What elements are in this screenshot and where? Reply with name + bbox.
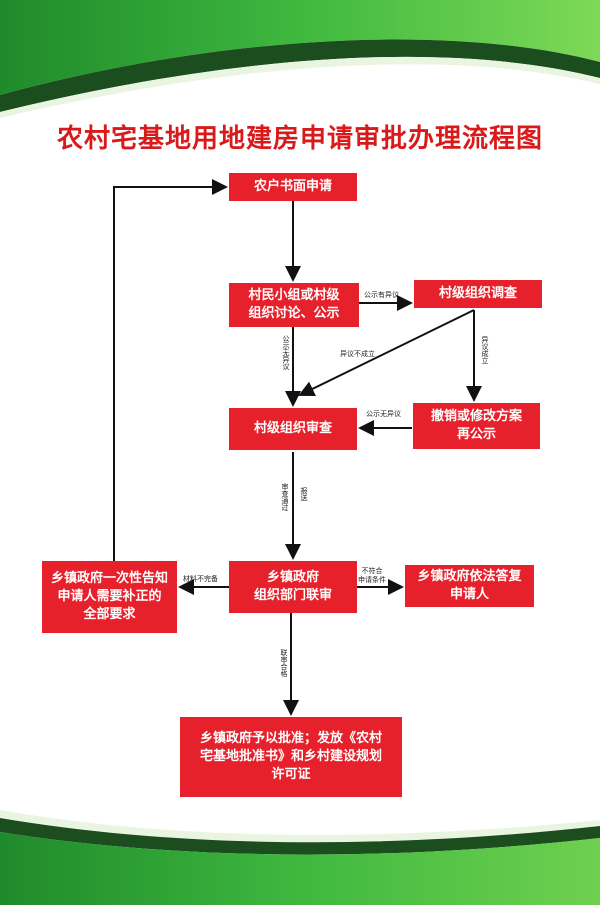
label-review-passed: 审查通过 — [281, 483, 289, 511]
label-public-no-objection-2: 公示无异议 — [366, 410, 401, 418]
node-revoke-modify-plan: 撤销或修改方案 再公示 — [413, 403, 540, 449]
bottom-green-band — [0, 790, 600, 905]
label-public-no-objection-1: 公示无异议 — [282, 335, 290, 370]
label-not-meet-conditions: 不符合 申请条件 — [358, 567, 386, 584]
node-township-legal-reply: 乡镇政府依法答复 申请人 — [405, 565, 534, 607]
label-joint-review-passed: 联审合格 — [280, 649, 288, 677]
label-submit: 报送 — [300, 487, 308, 501]
node-township-joint-review: 乡镇政府 组织部门联审 — [229, 561, 357, 613]
label-objection-valid: 异议成立 — [481, 336, 489, 364]
node-village-group-discussion: 村民小组或村级 组织讨论、公示 — [229, 283, 359, 327]
arrow-notify-to-apply — [113, 179, 228, 561]
node-farmer-application: 农户书面申请 — [229, 173, 357, 201]
node-village-investigation: 村级组织调查 — [414, 280, 542, 308]
node-township-notify-corrections: 乡镇政府一次性告知 申请人需要补正的 全部要求 — [42, 561, 177, 633]
label-materials-incomplete: 材料不完备 — [183, 575, 218, 583]
arrow-investigate-to-review — [298, 309, 475, 397]
page-title: 农村宅基地用地建房申请审批办理流程图 — [56, 124, 543, 154]
node-township-approval: 乡镇政府予以批准；发放《农村 宅基地批准书》和乡村建设规划 许可证 — [180, 717, 402, 797]
label-objection-invalid: 异议不成立 — [340, 350, 375, 358]
label-public-has-objection: 公示有异议 — [364, 291, 399, 299]
top-green-band — [0, 0, 600, 120]
node-village-review: 村级组织审查 — [229, 408, 357, 450]
